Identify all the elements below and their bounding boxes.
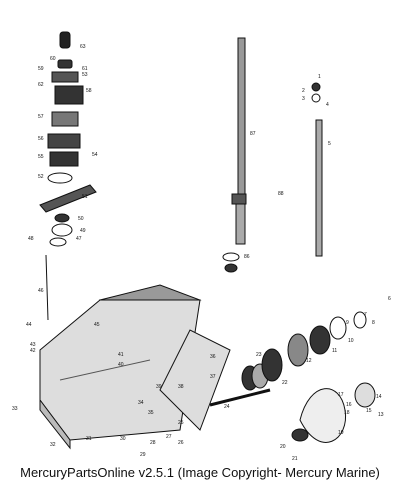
callout-27: 27 — [166, 434, 172, 440]
callout-62: 62 — [38, 82, 44, 88]
callout-4: 4 — [326, 102, 329, 108]
callout-42: 42 — [30, 348, 36, 354]
callout-48: 48 — [28, 236, 34, 242]
callout-61: 61 — [82, 66, 88, 72]
callout-34: 34 — [138, 400, 144, 406]
callout-38: 38 — [178, 384, 184, 390]
callout-24: 24 — [224, 404, 230, 410]
callout-21: 21 — [292, 456, 298, 460]
callout-12: 12 — [306, 358, 312, 364]
propeller — [291, 382, 376, 443]
callout-57: 57 — [38, 114, 44, 120]
callout-50: 50 — [78, 216, 84, 222]
callout-17: 17 — [338, 392, 344, 398]
callout-56: 56 — [38, 136, 44, 142]
callout-20: 20 — [280, 444, 286, 450]
callout-14: 14 — [376, 394, 382, 400]
callout-41: 41 — [118, 352, 124, 358]
callout-31: 31 — [86, 436, 92, 442]
callout-26: 26 — [178, 440, 184, 446]
image-caption: MercuryPartsOnline v2.5.1 (Image Copyrig… — [20, 464, 380, 480]
callout-37: 37 — [210, 374, 216, 380]
callout-47: 47 — [76, 236, 82, 242]
callout-39: 39 — [156, 384, 162, 390]
callout-36: 36 — [210, 354, 216, 360]
callout-labels: 63 60 61 59 53 62 58 57 56 54 55 52 51 5… — [12, 44, 391, 460]
callout-3: 3 — [302, 96, 305, 102]
callout-51: 51 — [82, 194, 88, 200]
callout-49: 49 — [80, 228, 86, 234]
callout-18: 18 — [344, 410, 350, 416]
callout-7: 7 — [364, 312, 367, 318]
callout-30: 30 — [120, 436, 126, 442]
prop-shaft-assembly — [209, 311, 367, 407]
callout-15: 15 — [366, 408, 372, 414]
callout-55: 55 — [38, 154, 44, 160]
callout-6: 6 — [388, 296, 391, 302]
callout-63: 63 — [80, 44, 86, 50]
callout-59: 59 — [38, 66, 44, 72]
callout-9: 9 — [346, 320, 349, 326]
callout-32: 32 — [50, 442, 56, 448]
callout-28: 28 — [150, 440, 156, 446]
callout-86: 86 — [244, 254, 250, 260]
callout-11: 11 — [332, 348, 337, 354]
callout-45: 45 — [94, 322, 100, 328]
callout-5: 5 — [328, 141, 331, 147]
callout-43: 43 — [30, 342, 36, 348]
callout-2: 2 — [302, 88, 305, 94]
callout-40: 40 — [118, 362, 124, 368]
exploded-parts-diagram: 63 60 61 59 53 62 58 57 56 54 55 52 51 5… — [12, 31, 391, 460]
callout-60: 60 — [50, 56, 56, 62]
callout-10: 10 — [348, 338, 354, 344]
callout-46: 46 — [38, 288, 44, 294]
callout-16: 16 — [346, 402, 352, 408]
callout-53: 53 — [82, 72, 88, 78]
callout-13: 13 — [378, 412, 384, 418]
callout-88: 88 — [278, 191, 284, 197]
callout-44: 44 — [26, 322, 32, 328]
callout-25: 25 — [178, 420, 184, 426]
callout-23: 23 — [256, 352, 262, 358]
callout-22: 22 — [282, 380, 288, 386]
gear-housing — [39, 284, 231, 450]
callout-52: 52 — [38, 174, 44, 180]
driveshaft — [222, 37, 247, 273]
callout-58: 58 — [86, 88, 92, 94]
water-pump-assembly — [39, 31, 97, 321]
callout-29: 29 — [140, 452, 146, 458]
callout-54: 54 — [92, 152, 98, 158]
callout-1: 1 — [318, 74, 321, 80]
callout-35: 35 — [148, 410, 154, 416]
callout-87: 87 — [250, 131, 256, 137]
callout-19: 19 — [338, 430, 344, 436]
callout-33: 33 — [12, 406, 18, 412]
shift-shaft — [311, 82, 323, 257]
callout-8: 8 — [372, 320, 375, 326]
